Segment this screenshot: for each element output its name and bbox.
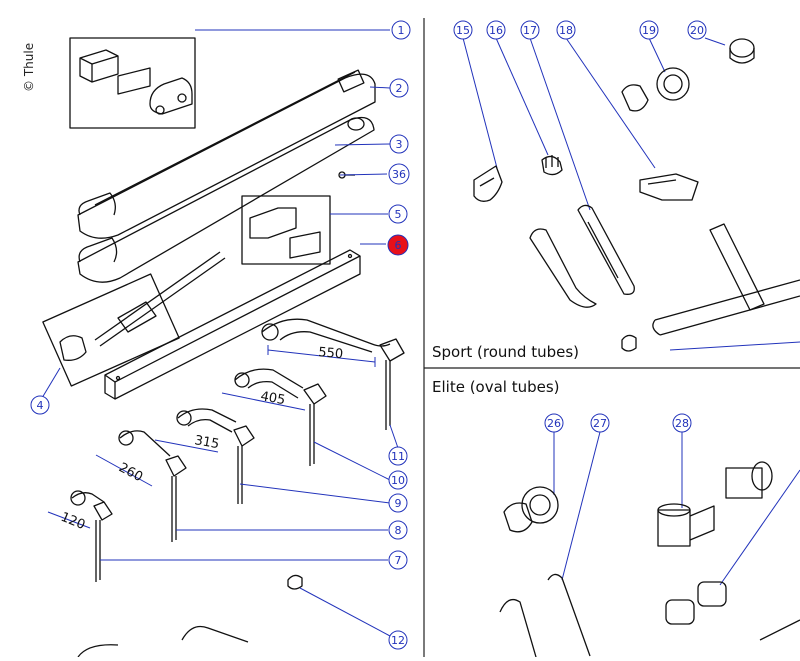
callout-19: 19	[639, 20, 659, 40]
svg-text:2: 2	[396, 82, 403, 95]
part-5-cap	[249, 207, 297, 239]
part-6-rail	[104, 249, 361, 400]
elite-caps	[665, 581, 727, 625]
part-16-knob	[541, 155, 563, 176]
svg-text:6: 6	[395, 239, 402, 252]
callouts: 1 2 3 36 5 6 4 11 10 9 8 7 12 15 16 17 1…	[30, 20, 707, 650]
section-label-elite: Elite (oval tubes)	[432, 378, 560, 396]
section-label-sport: Sport (round tubes)	[432, 343, 580, 361]
part-4-tube	[42, 251, 226, 387]
svg-text:5: 5	[395, 208, 402, 221]
svg-text:7: 7	[395, 554, 402, 567]
callout-15: 15	[453, 20, 473, 40]
dimension-120: 120	[59, 510, 88, 533]
callout-16: 16	[486, 20, 506, 40]
callout-10: 10	[388, 470, 408, 490]
part-12-knob	[287, 574, 303, 590]
callout-6: 6	[387, 234, 409, 256]
part-1-plate	[117, 67, 151, 95]
part-15-bracket	[473, 165, 503, 202]
arm-9	[176, 408, 255, 504]
svg-text:10: 10	[391, 474, 405, 487]
part-5-box	[241, 195, 331, 265]
callout-2: 2	[389, 78, 409, 98]
part-sport-small	[621, 334, 637, 352]
leader-lines	[41, 29, 800, 637]
callout-17: 17	[520, 20, 540, 40]
callout-4: 4	[30, 395, 50, 415]
svg-text:18: 18	[559, 24, 573, 37]
svg-text:12: 12	[391, 634, 405, 647]
svg-text:26: 26	[547, 417, 561, 430]
callout-3: 3	[389, 134, 409, 154]
part-27-lever	[499, 573, 591, 658]
svg-text:17: 17	[523, 24, 537, 37]
dimension-405: 405	[259, 389, 286, 408]
dimension-315: 315	[193, 433, 220, 452]
part-28-clamp	[657, 461, 773, 547]
arm-11	[261, 318, 405, 430]
callout-28: 28	[672, 413, 692, 433]
part-17b-arm	[529, 228, 597, 308]
part-19-gear	[621, 67, 690, 112]
part-18-clip	[639, 173, 699, 201]
callout-8: 8	[388, 520, 408, 540]
callout-5: 5	[388, 204, 408, 224]
bottom-part-tube	[181, 625, 249, 643]
part-1-endcap	[79, 49, 119, 83]
callout-27: 27	[590, 413, 610, 433]
dimension-260: 260	[116, 460, 145, 485]
bottom-part-bar	[77, 644, 119, 658]
arm-10	[234, 368, 327, 466]
part-3-bar-lower	[77, 116, 375, 283]
dimension-labels: 550 405 315 260 120	[59, 345, 344, 533]
part-1-box	[69, 37, 196, 129]
part-5-plate	[289, 231, 321, 259]
callout-1: 1	[391, 20, 411, 40]
part-1-clamp	[149, 77, 193, 115]
svg-text:27: 27	[593, 417, 607, 430]
svg-text:20: 20	[690, 24, 704, 37]
left-panel-parts	[42, 37, 405, 658]
part-17-lever	[577, 204, 635, 295]
svg-text:9: 9	[395, 497, 402, 510]
dimension-550: 550	[318, 345, 344, 362]
dimension-lines	[47, 345, 376, 529]
callout-12: 12	[388, 630, 408, 650]
callout-36: 36	[388, 163, 410, 185]
svg-text:15: 15	[456, 24, 470, 37]
arm-8	[118, 430, 187, 542]
callout-11: 11	[388, 446, 408, 466]
callout-7: 7	[388, 550, 408, 570]
elite-bar-partial	[759, 619, 800, 641]
svg-text:36: 36	[392, 168, 406, 181]
sport-bar	[652, 223, 800, 336]
part-3-bar-upper	[77, 69, 376, 239]
callout-9: 9	[388, 493, 408, 513]
svg-text:28: 28	[675, 417, 689, 430]
copyright-notice: © Thule	[22, 30, 36, 100]
svg-text:1: 1	[398, 24, 405, 37]
callout-20: 20	[687, 20, 707, 40]
svg-text:16: 16	[489, 24, 503, 37]
svg-text:4: 4	[37, 399, 44, 412]
svg-text:3: 3	[396, 138, 403, 151]
callout-18: 18	[556, 20, 576, 40]
copyright-text: © Thule	[22, 42, 36, 92]
part-26-gear	[503, 486, 559, 533]
svg-text:11: 11	[391, 450, 405, 463]
arm-7	[70, 490, 113, 582]
callout-26: 26	[544, 413, 564, 433]
svg-text:19: 19	[642, 24, 656, 37]
right-panel-parts	[473, 38, 800, 658]
svg-text:8: 8	[395, 524, 402, 537]
part-20-collar	[729, 38, 755, 64]
